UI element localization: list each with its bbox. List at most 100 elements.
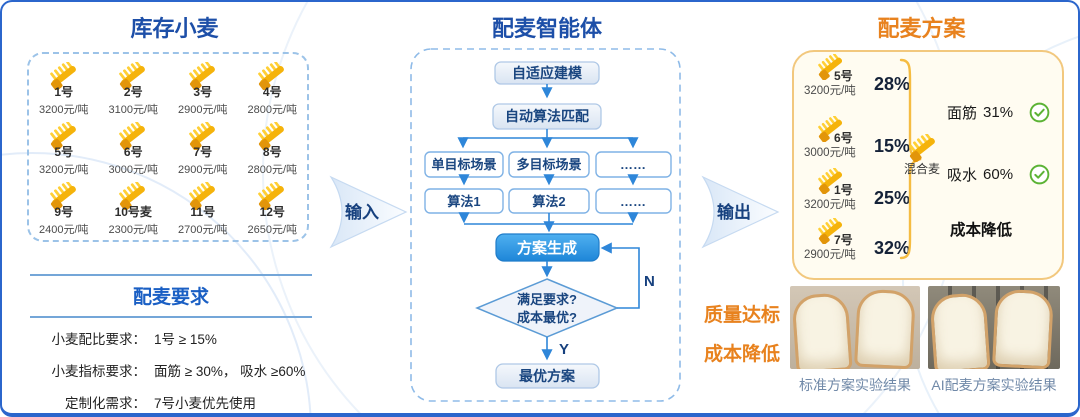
wheat-price: 2800元/吨 xyxy=(247,164,298,176)
node-algorithm-matching-label: 自动算法匹配 xyxy=(505,108,589,124)
wheat-label: 7号 xyxy=(193,145,213,159)
requirement-row: 定制化需求： 7号小麦优先使用 xyxy=(30,392,312,412)
component-label: 6号 xyxy=(834,131,853,145)
wheat-price: 3100元/吨 xyxy=(108,104,159,116)
requirement-value: 7号小麦优先使用 xyxy=(154,396,257,411)
node-scenario-more-label: …… xyxy=(620,157,646,172)
wheat-item: 4号 2800元/吨 xyxy=(238,62,308,122)
inventory-panel: 1号 3200元/吨 2号 3100元/吨 3号 2900元/吨 4号 2800… xyxy=(27,52,309,242)
node-algo1-label: 算法1 xyxy=(447,194,480,209)
agent-flowchart: 自适应建模 自动算法匹配 单目标场景 多目标场景 …… 算法1 算法2 …… xyxy=(410,48,681,402)
mixed-wheat-icon xyxy=(905,134,941,162)
highlight-quality: 质量达标 xyxy=(703,305,780,326)
node-adaptive-modeling-label: 自适应建模 xyxy=(512,65,583,81)
wheat-label: 10号麦 xyxy=(114,205,152,219)
agent-dashed-border xyxy=(410,48,681,402)
metric-name: 吸水 xyxy=(947,167,978,184)
requirements-title: 配麦要求 xyxy=(132,287,209,308)
decision-line1: 满足要求? xyxy=(517,292,577,307)
wheat-label: 8号 xyxy=(262,145,282,159)
requirement-value: 面筋 ≥ 30%， 吸水 ≥60% xyxy=(154,364,306,379)
wheat-item: 9号 2400元/吨 xyxy=(29,182,99,242)
node-plan-generation-label: 方案生成 xyxy=(517,239,577,257)
wheat-item: 3号 2900元/吨 xyxy=(168,62,238,122)
metric-gluten: 面筋 31% xyxy=(947,102,1050,123)
requirement-label: 小麦配比要求： xyxy=(51,332,147,347)
highlight-cost: 成本降低 xyxy=(703,344,780,365)
output-label: 输出 xyxy=(717,202,751,222)
wheat-item: 2号 3100元/吨 xyxy=(99,62,169,122)
wheat-price: 2900元/吨 xyxy=(177,164,228,176)
node-optimal-plan-label: 最优方案 xyxy=(519,368,576,384)
metric-name: 面筋 xyxy=(947,105,978,122)
metric-absorption: 吸水 60% xyxy=(947,164,1050,185)
divider xyxy=(30,316,312,318)
component-price: 3200元/吨 xyxy=(804,85,856,97)
component-label: 1号 xyxy=(834,183,853,197)
wheat-label: 11号 xyxy=(190,205,216,219)
mix-brace xyxy=(899,58,922,260)
check-icon xyxy=(1029,164,1050,185)
bread-slice xyxy=(991,288,1055,369)
wheat-label: 9号 xyxy=(54,205,74,219)
wheat-price: 2800元/吨 xyxy=(247,104,298,116)
bread-slice xyxy=(791,292,853,369)
label-no: N xyxy=(644,273,655,290)
wheat-price: 2650元/吨 xyxy=(247,224,298,236)
agent-title: 配麦智能体 xyxy=(491,16,602,41)
node-scenario-single-label: 单目标场景 xyxy=(431,157,496,172)
wheat-price: 3200元/吨 xyxy=(38,164,89,176)
output-arrow: 输出 xyxy=(701,175,780,249)
component-price: 3000元/吨 xyxy=(804,147,856,159)
requirement-label: 定制化需求： xyxy=(65,396,146,411)
wheat-price: 2900元/吨 xyxy=(177,104,228,116)
plan-component: 7号 2900元/吨 32% xyxy=(802,218,942,270)
requirement-label: 小麦指标要求： xyxy=(51,364,147,379)
node-optimal-plan xyxy=(495,363,600,389)
plan-component: 1号 3200元/吨 25% xyxy=(802,168,942,220)
requirement-row: 小麦指标要求： 面筋 ≥ 30%， 吸水 ≥60% xyxy=(30,360,312,380)
caption-ai: AI配麦方案实验结果 xyxy=(931,377,1057,393)
plan-component: 6号 3000元/吨 15% xyxy=(802,116,942,168)
plan-component: 5号 3200元/吨 28% xyxy=(802,54,942,106)
metric-value: 60% xyxy=(983,166,1014,183)
wheat-item: 12号 2650元/吨 xyxy=(238,182,308,242)
wheat-label: 2号 xyxy=(123,85,143,99)
metric-value: 31% xyxy=(983,104,1014,121)
component-percent: 15% xyxy=(874,136,911,156)
wheat-price: 2400元/吨 xyxy=(38,224,89,236)
plan-panel xyxy=(792,50,1064,280)
wheat-label: 4号 xyxy=(262,85,282,99)
input-arrow: 输入 xyxy=(329,175,408,249)
wheat-label: 12号 xyxy=(259,205,285,219)
caption-standard: 标准方案实验结果 xyxy=(799,377,911,393)
input-label: 输入 xyxy=(345,202,379,222)
requirements-panel: 配麦要求 小麦配比要求： 1号 ≥ 15% 小麦指标要求： 面筋 ≥ 30%， … xyxy=(30,274,312,413)
wheat-label: 3号 xyxy=(193,85,213,99)
decision-diamond xyxy=(475,278,619,338)
requirement-value: 1号 ≥ 15% xyxy=(154,332,217,347)
bread-photo-standard xyxy=(790,286,920,369)
wheat-price: 3000元/吨 xyxy=(108,164,159,176)
cost-reduction-note: 成本降低 xyxy=(950,222,1013,239)
wheat-label: 1号 xyxy=(54,85,74,99)
bread-slice xyxy=(929,292,991,369)
node-algo2-label: 算法2 xyxy=(532,194,565,209)
mixed-wheat-label: 混合麦 xyxy=(903,162,940,176)
wheat-item: 8号 2800元/吨 xyxy=(238,122,308,182)
requirement-row: 小麦配比要求： 1号 ≥ 15% xyxy=(30,328,312,348)
wheat-label: 5号 xyxy=(54,145,74,159)
bread-photo-ai xyxy=(928,286,1060,369)
component-price: 3200元/吨 xyxy=(804,199,856,211)
result-highlight: 质量达标 成本降低 xyxy=(698,300,786,378)
component-price: 2900元/吨 xyxy=(804,249,856,261)
component-label: 7号 xyxy=(834,233,853,247)
wheat-label: 6号 xyxy=(123,145,143,159)
inventory-title: 库存小麦 xyxy=(130,16,219,41)
wheat-price: 2300元/吨 xyxy=(108,224,159,236)
component-percent: 32% xyxy=(874,238,911,258)
wheat-item: 1号 3200元/吨 xyxy=(29,62,99,122)
wheat-item: 10号麦 2300元/吨 xyxy=(99,182,169,242)
component-label: 5号 xyxy=(834,69,853,83)
